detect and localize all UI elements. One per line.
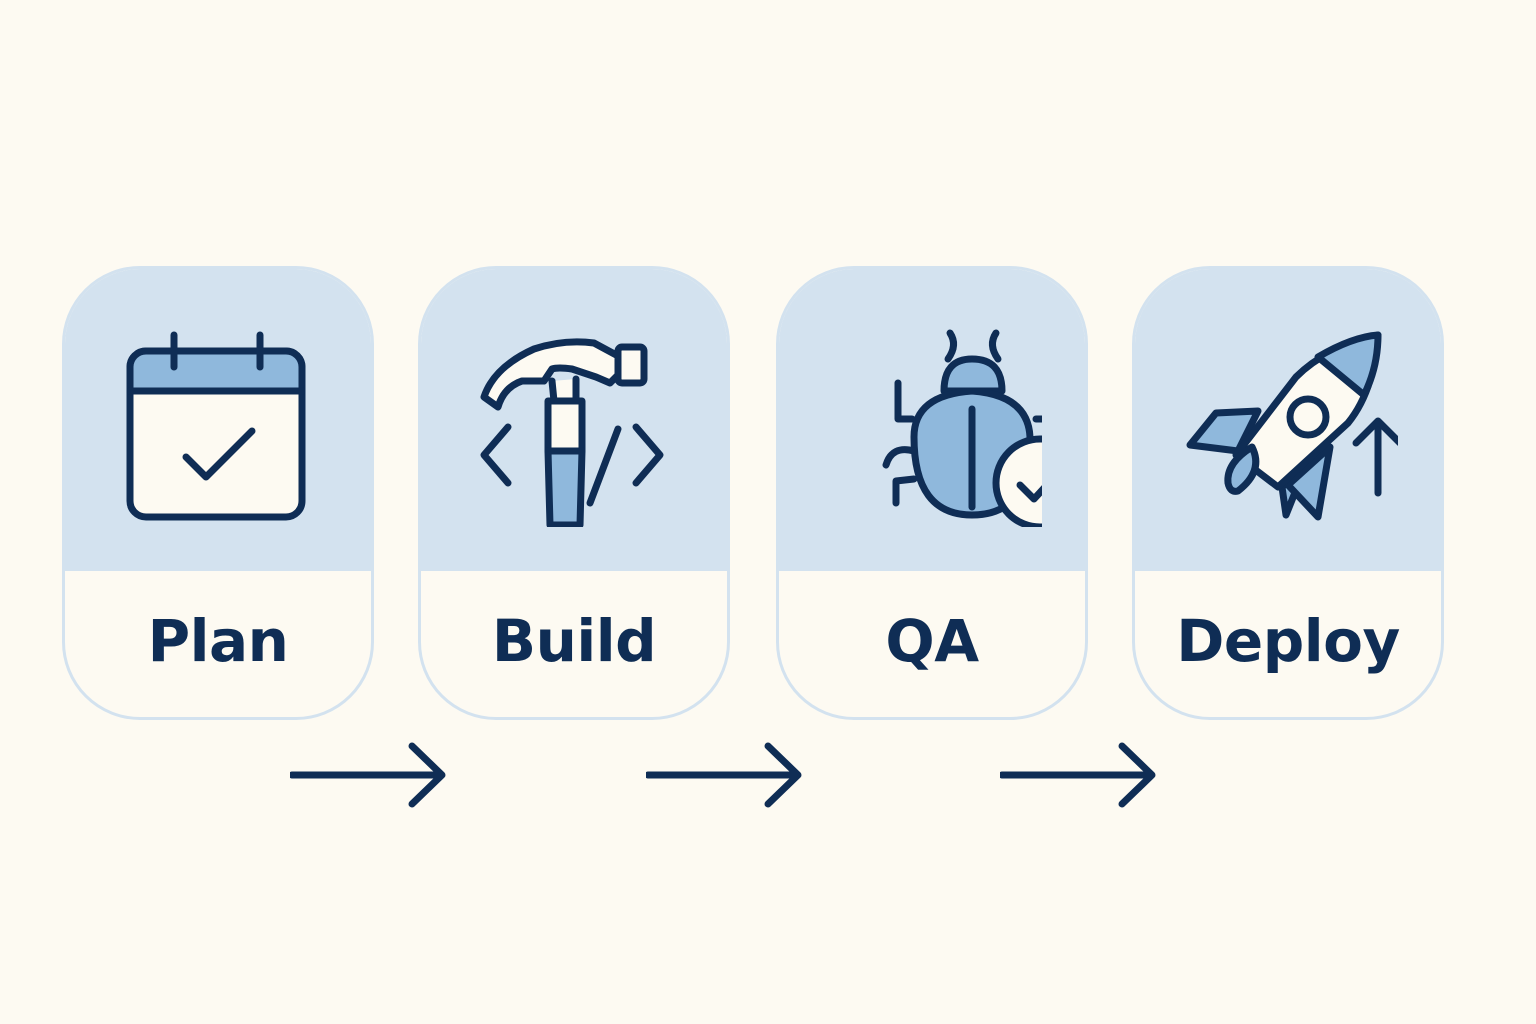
step-card-deploy: Deploy <box>1132 266 1444 720</box>
arrow-right-icon <box>646 740 806 810</box>
step-label-deploy: Deploy <box>1176 607 1400 675</box>
step-label-build: Build <box>491 607 657 675</box>
hammer-code-icon <box>464 307 684 527</box>
step-label-plan: Plan <box>147 607 289 675</box>
step-card-plan: Plan <box>62 266 374 720</box>
calendar-check-icon <box>108 307 328 527</box>
bug-check-icon <box>822 307 1042 527</box>
step-card-build: Build <box>418 266 730 720</box>
arrow-right-icon <box>1000 740 1160 810</box>
step-card-qa: QA <box>776 266 1088 720</box>
rocket-icon <box>1178 307 1398 527</box>
step-label-qa: QA <box>885 607 979 675</box>
arrow-right-icon <box>290 740 450 810</box>
